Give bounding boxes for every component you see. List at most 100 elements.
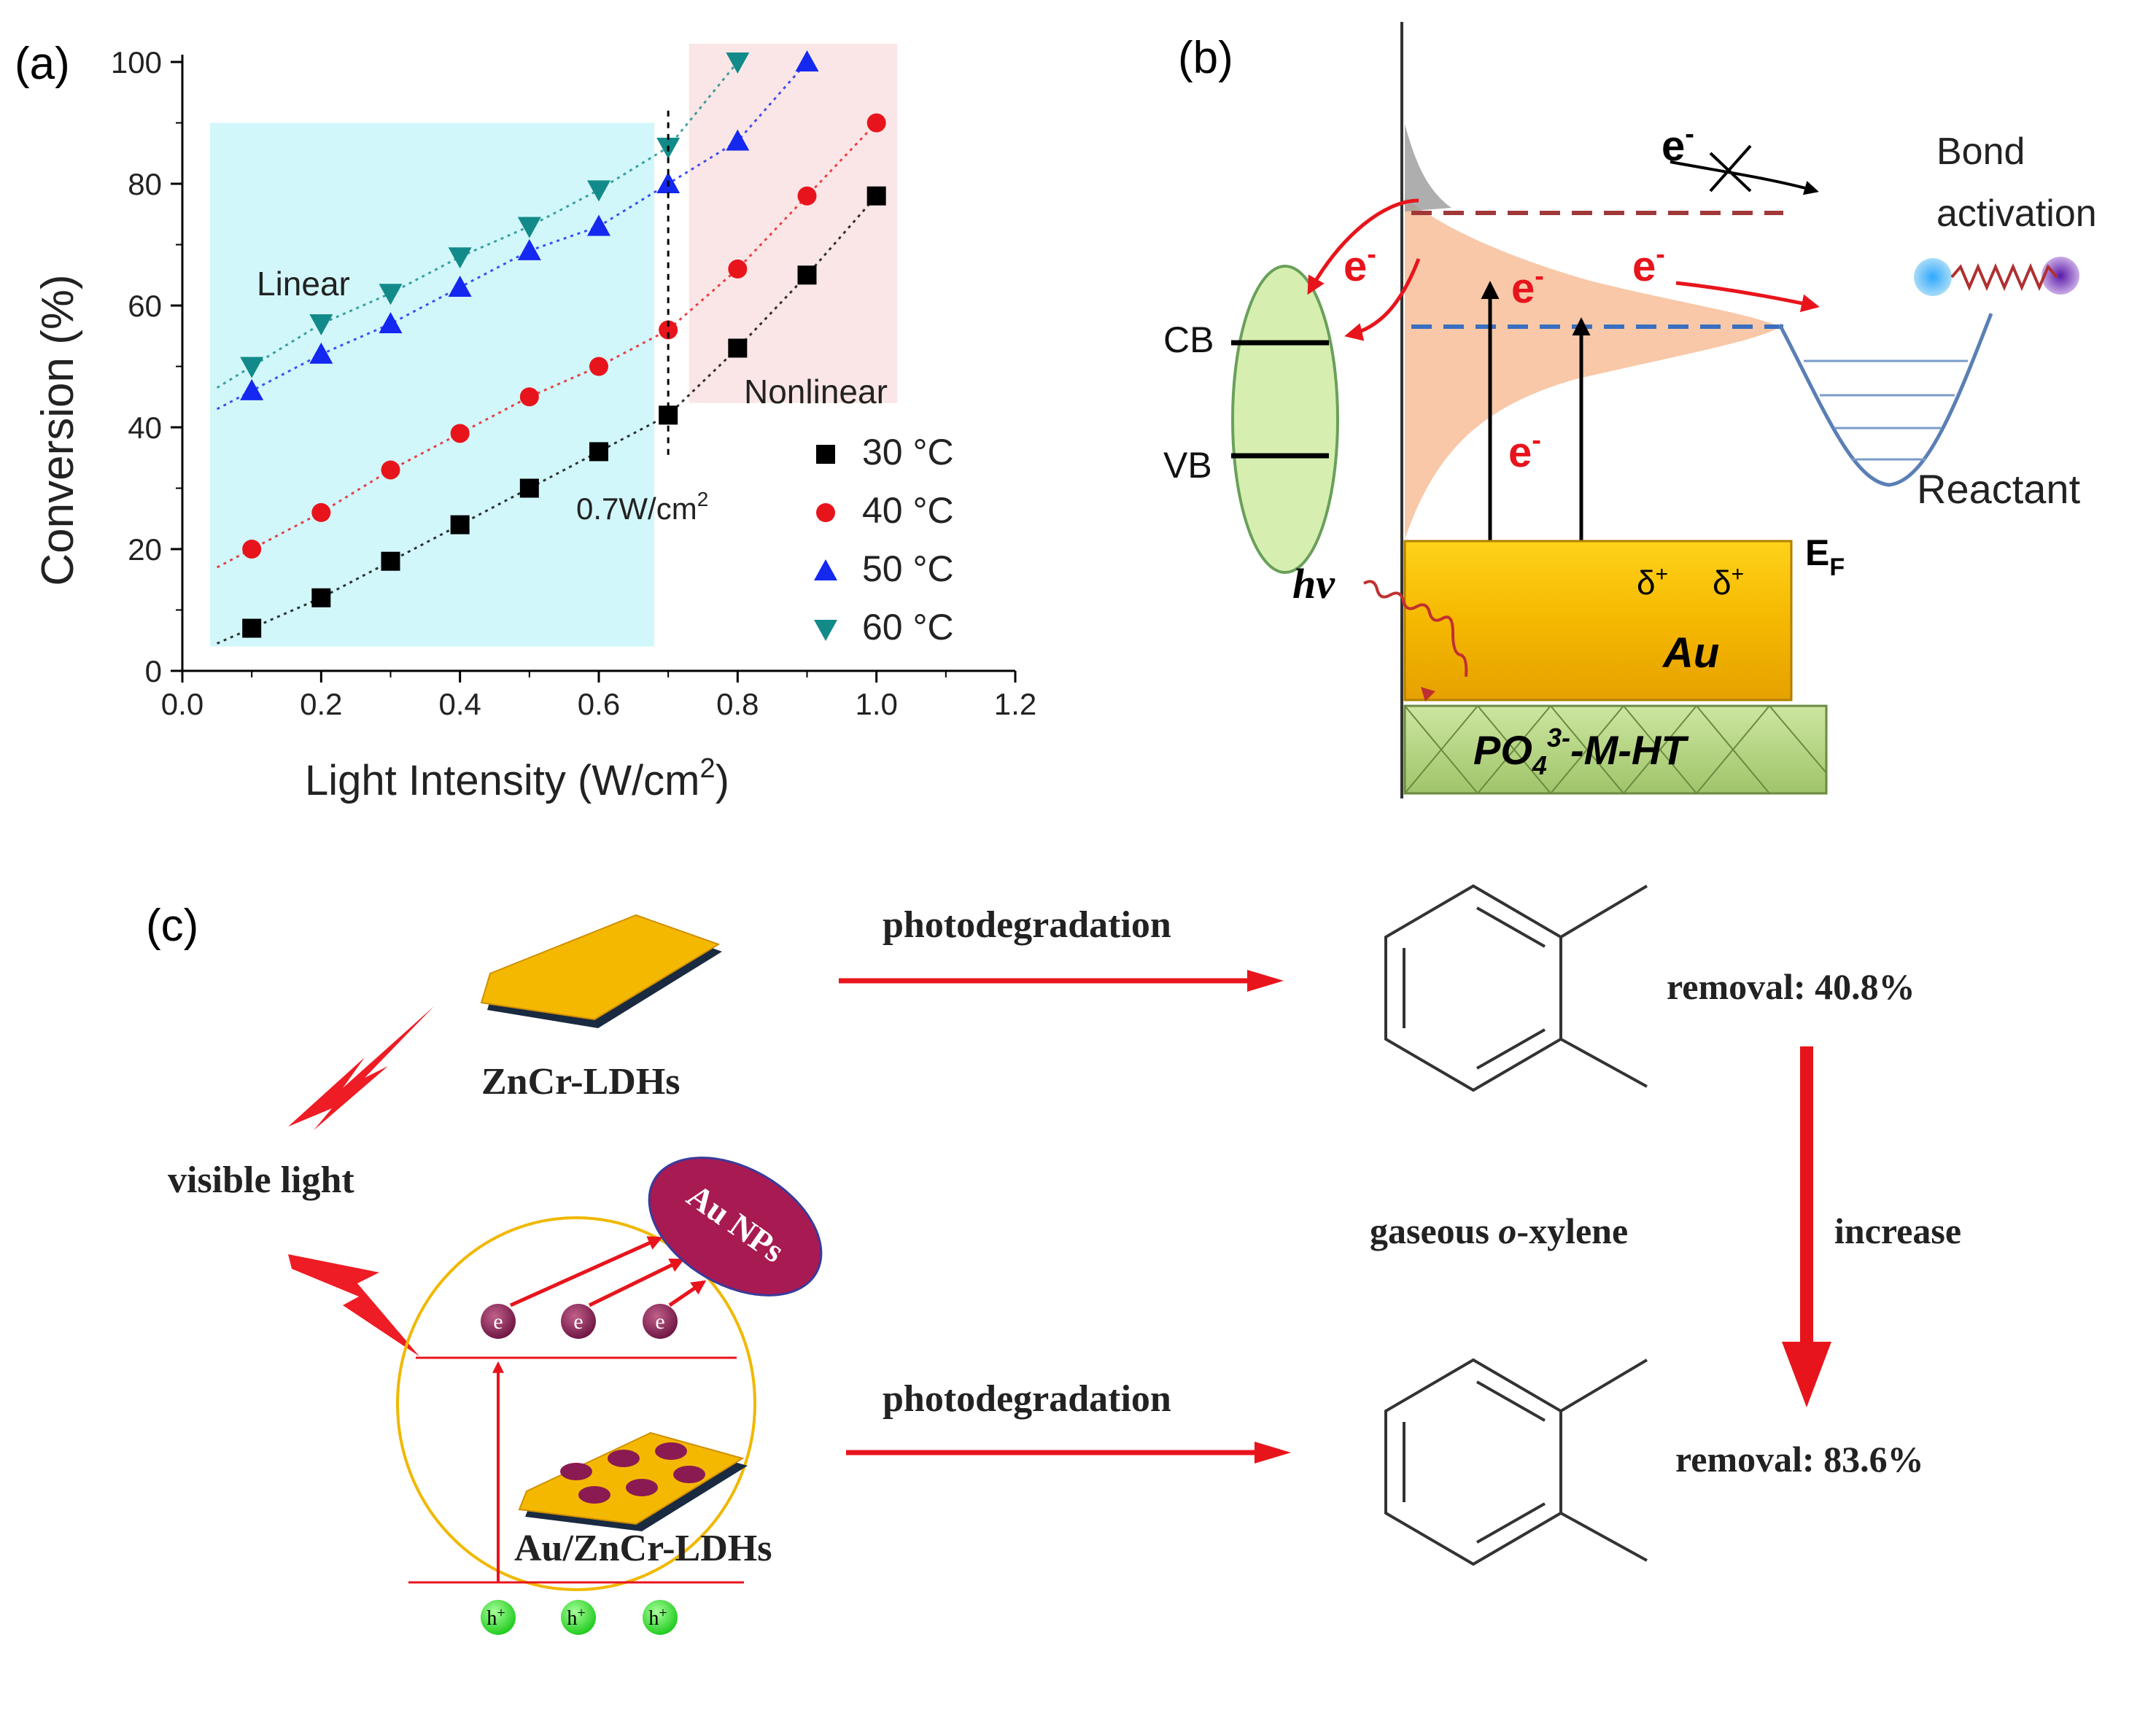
au-nps-ellipse bbox=[648, 1157, 823, 1297]
removal-bottom-label: removal: 83.6% bbox=[1675, 1439, 1924, 1480]
ef-label: EF bbox=[1805, 532, 1845, 581]
y-tick-label: 60 bbox=[128, 289, 162, 323]
bond-label-1: Bond bbox=[1936, 131, 2025, 173]
delta-2: δ+ bbox=[1713, 562, 1744, 602]
series-guide-line bbox=[216, 195, 877, 645]
electron-label-center: e- bbox=[1511, 261, 1544, 312]
data-point bbox=[726, 129, 750, 151]
data-point bbox=[450, 515, 470, 535]
panel-b-label: (b) bbox=[1178, 33, 1233, 83]
data-point bbox=[311, 502, 331, 522]
series-guide-line bbox=[216, 122, 877, 569]
threshold-label: 0.7W/cm2 bbox=[576, 488, 708, 526]
hole-ball-3 bbox=[643, 1600, 678, 1635]
atom-2 bbox=[2041, 257, 2079, 295]
panel-c-diagram: (c) ZnCr-LDHs visible light photodegrada… bbox=[146, 884, 1961, 1635]
o-xylene-structure-bottom bbox=[1384, 1358, 1648, 1566]
nonlinear-label: Nonlinear bbox=[744, 373, 888, 411]
data-point bbox=[797, 265, 817, 285]
au-particles bbox=[560, 1442, 705, 1504]
e-transfer-arrow-2 bbox=[588, 1258, 685, 1307]
panel-b-diagram: (b) CB VB e- e- e- e- e- bbox=[1163, 22, 2097, 798]
o-xylene-structure-top bbox=[1384, 884, 1648, 1092]
support-pattern bbox=[1404, 705, 1827, 794]
gaseous-xylene-label: gaseous o-xylene bbox=[1370, 1210, 1628, 1251]
data-point bbox=[517, 238, 541, 260]
series-guide-line bbox=[216, 61, 739, 389]
reactant-potential-well bbox=[1777, 313, 1993, 487]
e-transfer-arrow-3 bbox=[668, 1280, 707, 1307]
increase-arrowhead bbox=[1782, 1342, 1831, 1407]
electron-ball-1 bbox=[481, 1304, 516, 1339]
block-x-1 bbox=[1709, 152, 1752, 193]
photodeg-top-arrowhead bbox=[1247, 970, 1284, 992]
data-point bbox=[866, 113, 886, 133]
data-point bbox=[795, 50, 819, 71]
y-tick-label: 100 bbox=[111, 45, 162, 79]
electron-ball-2 bbox=[561, 1304, 596, 1339]
x-tick-label: 1.2 bbox=[994, 687, 1036, 721]
electron-label-lower: e- bbox=[1508, 425, 1541, 476]
panel-c-label: (c) bbox=[146, 901, 198, 951]
panel-a-label: (a) bbox=[15, 39, 70, 89]
photodeg-bottom-label: photodegradation bbox=[883, 1378, 1171, 1420]
lightning-icon-top bbox=[288, 1006, 434, 1130]
data-point bbox=[866, 186, 886, 206]
data-point bbox=[379, 284, 403, 306]
removal-top-label: removal: 40.8% bbox=[1667, 966, 1915, 1007]
photodeg-bottom-arrowhead bbox=[1255, 1442, 1291, 1464]
y-axis-label: Conversion (%) bbox=[33, 274, 83, 586]
light-wave bbox=[1363, 580, 1468, 677]
distribution-tail bbox=[1405, 124, 1451, 211]
data-point bbox=[589, 442, 608, 462]
y-tick-label: 40 bbox=[128, 411, 162, 445]
legend-marker bbox=[816, 445, 835, 464]
data-point bbox=[240, 357, 264, 378]
reactant-label: Reactant bbox=[1917, 466, 2081, 512]
x-axis-label: Light Intensity (W/cm2) bbox=[305, 753, 729, 804]
lightning-icon-bottom bbox=[288, 1254, 419, 1356]
x-tick-label: 0.8 bbox=[716, 687, 759, 721]
hole-text-2: h+ bbox=[567, 1605, 585, 1630]
x-tick-label: 0.4 bbox=[438, 687, 481, 721]
data-point bbox=[240, 378, 264, 400]
au-label: Au bbox=[1661, 629, 1719, 677]
data-point bbox=[448, 275, 472, 297]
data-point bbox=[519, 478, 539, 498]
support-label: PO43--M-HT bbox=[1473, 723, 1689, 780]
electron-text-3: e bbox=[655, 1310, 664, 1334]
e-transfer-arrow-1 bbox=[509, 1236, 663, 1307]
legend-entry: 60 °C bbox=[862, 607, 954, 648]
transfer-arrow bbox=[1675, 281, 1820, 313]
data-point bbox=[242, 618, 262, 638]
data-point bbox=[728, 259, 748, 279]
y-tick-label: 80 bbox=[128, 167, 162, 201]
hot-electron-distribution bbox=[1405, 197, 1780, 540]
injection-arrow-2 bbox=[1344, 258, 1421, 341]
linear-region bbox=[210, 123, 655, 647]
data-point bbox=[726, 53, 750, 74]
data-point bbox=[381, 551, 400, 571]
au-zncr-label: Au/ZnCr-LDHs bbox=[514, 1528, 772, 1569]
hole-ball-1 bbox=[481, 1600, 516, 1635]
data-point bbox=[450, 424, 470, 443]
hv-label: hν bbox=[1292, 560, 1335, 607]
linear-label: Linear bbox=[257, 265, 350, 303]
y-tick-label: 20 bbox=[128, 532, 162, 567]
data-point bbox=[587, 214, 610, 236]
light-wave-head bbox=[1421, 687, 1435, 701]
zncr-label: ZnCr-LDHs bbox=[481, 1061, 680, 1103]
support-block bbox=[1403, 704, 1828, 795]
data-point bbox=[517, 217, 541, 238]
x-tick-label: 0.6 bbox=[578, 687, 620, 721]
au-block bbox=[1403, 540, 1793, 701]
x-tick-label: 0.2 bbox=[300, 687, 342, 721]
cb-label: CB bbox=[1163, 319, 1214, 360]
electron-ball-3 bbox=[643, 1304, 678, 1339]
legend-marker bbox=[814, 559, 837, 580]
vb-label: VB bbox=[1163, 445, 1212, 486]
legend-entry: 30 °C bbox=[862, 432, 954, 473]
bond-spring bbox=[1950, 263, 2058, 292]
photodeg-top-label: photodegradation bbox=[883, 904, 1171, 946]
